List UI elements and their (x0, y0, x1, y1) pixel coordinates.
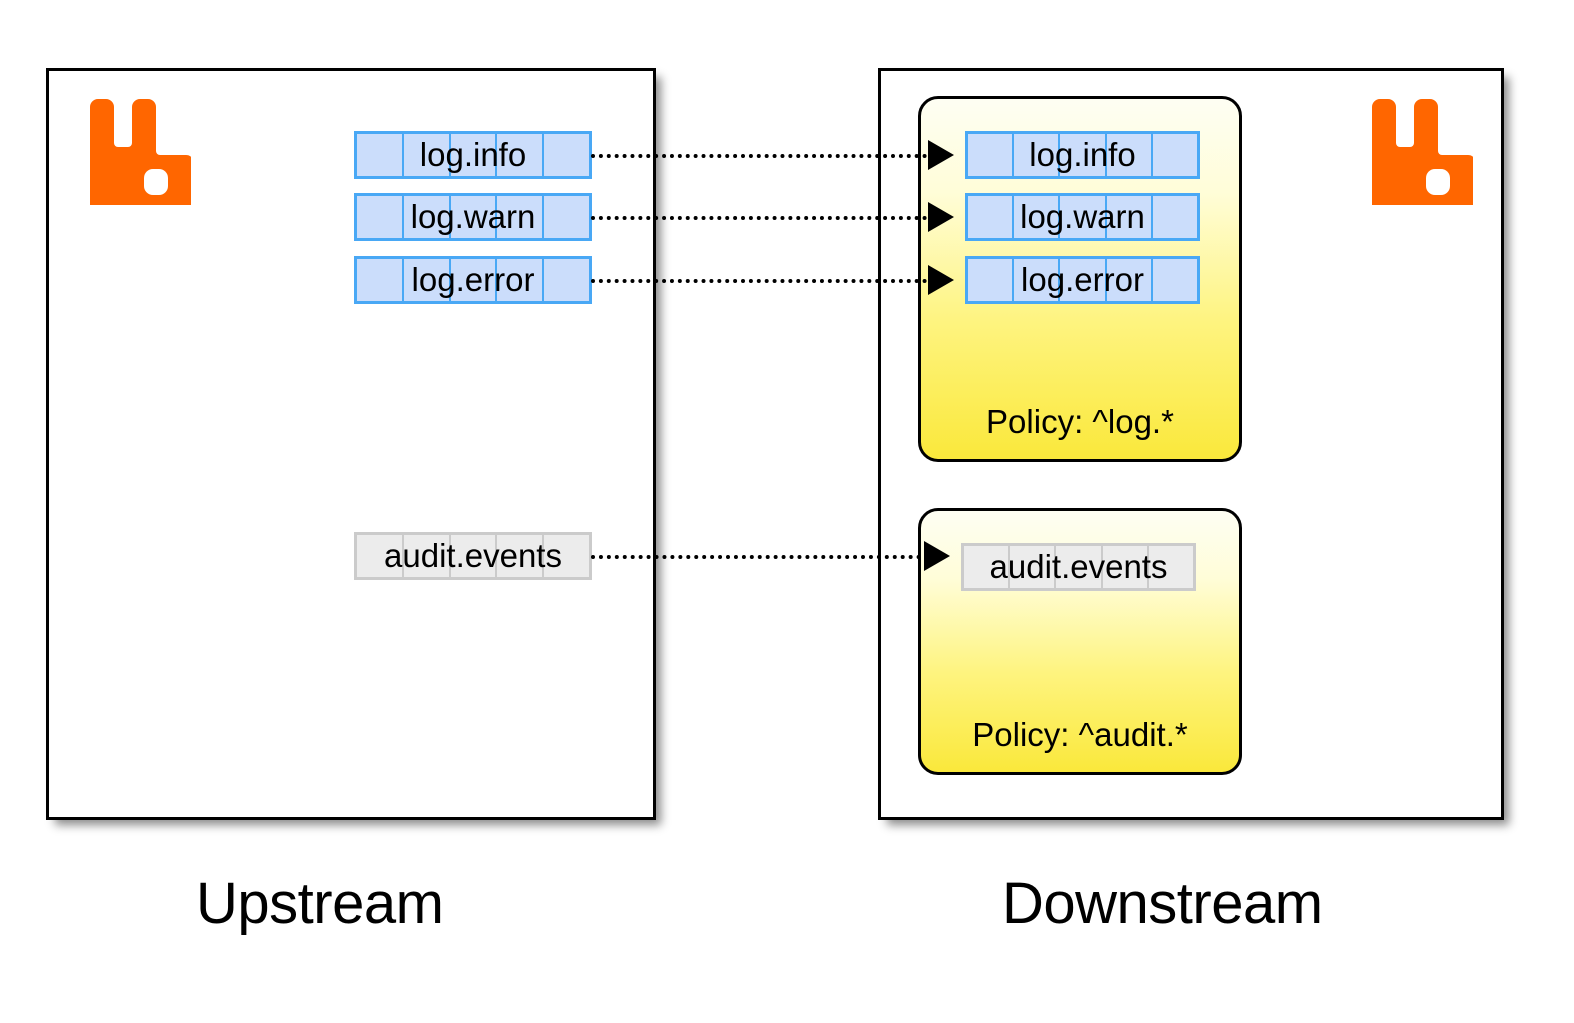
arrow-right-icon (928, 202, 954, 232)
flow-link-log-warn (591, 216, 927, 220)
queue-cell (1059, 258, 1106, 302)
queue-cell (356, 258, 403, 302)
upstream-caption: Upstream (196, 871, 444, 936)
queue-cell (402, 133, 450, 177)
rabbitmq-logo-icon (90, 99, 191, 205)
queue-cell (449, 534, 497, 578)
queue-log-error-downstream[interactable]: log.error (965, 256, 1200, 304)
queue-cell (449, 195, 497, 239)
queue-cell (449, 133, 497, 177)
queue-log-error-upstream[interactable]: log.error (354, 256, 592, 304)
queue-audit-events-upstream[interactable]: audit.events (354, 532, 592, 580)
queue-log-info-downstream[interactable]: log.info (965, 131, 1200, 179)
queue-cell (963, 545, 1010, 589)
queue-cell (356, 534, 403, 578)
queue-cell (1059, 133, 1106, 177)
queue-cell (402, 258, 450, 302)
policy-group-audit[interactable]: audit.events Policy: ^audit.* (918, 508, 1242, 775)
queue-cell (1013, 195, 1060, 239)
queue-cell (543, 258, 590, 302)
queue-cell (496, 534, 544, 578)
queue-cell (967, 133, 1014, 177)
queue-log-warn-downstream[interactable]: log.warn (965, 193, 1200, 241)
queue-cell (1101, 545, 1148, 589)
policy-label-log: Policy: ^log.* (986, 403, 1174, 440)
queue-cell (1055, 545, 1102, 589)
queue-cell (1013, 258, 1060, 302)
queue-cell (1151, 133, 1199, 177)
upstream-broker-container: log.info log.warn log.error audit.events (46, 68, 656, 820)
queue-cell (1105, 258, 1152, 302)
flow-link-log-info (591, 154, 927, 158)
queue-cell (1147, 545, 1195, 589)
queue-cell (967, 258, 1014, 302)
arrow-right-icon (924, 541, 950, 571)
arrow-right-icon (928, 265, 954, 295)
rabbitmq-logo-icon (1372, 99, 1473, 205)
downstream-caption: Downstream (1002, 871, 1323, 936)
queue-cell (356, 133, 403, 177)
queue-cell (496, 133, 544, 177)
queue-cell (1151, 195, 1199, 239)
queue-cell (967, 195, 1014, 239)
policy-group-log[interactable]: log.info log.warn log.error Policy: ^log… (918, 96, 1242, 462)
queue-cell (1009, 545, 1056, 589)
queue-cell (1105, 195, 1152, 239)
policy-label-audit: Policy: ^audit.* (972, 716, 1188, 753)
queue-cell (496, 258, 544, 302)
flow-link-log-error (591, 279, 927, 283)
queue-cell (356, 195, 403, 239)
queue-cell (496, 195, 544, 239)
queue-cell (1013, 133, 1060, 177)
queue-cell (543, 534, 590, 578)
queue-cell (402, 195, 450, 239)
arrow-right-icon (928, 140, 954, 170)
queue-cell (543, 195, 590, 239)
downstream-broker-container: log.info log.warn log.error Policy: ^log… (878, 68, 1504, 820)
flow-link-audit-events (591, 555, 921, 559)
queue-cell (449, 258, 497, 302)
queue-cell (543, 133, 590, 177)
queue-cell (1151, 258, 1199, 302)
queue-cell (402, 534, 450, 578)
queue-cell (1059, 195, 1106, 239)
queue-log-info-upstream[interactable]: log.info (354, 131, 592, 179)
queue-log-warn-upstream[interactable]: log.warn (354, 193, 592, 241)
queue-audit-events-downstream[interactable]: audit.events (961, 543, 1196, 591)
queue-cell (1105, 133, 1152, 177)
